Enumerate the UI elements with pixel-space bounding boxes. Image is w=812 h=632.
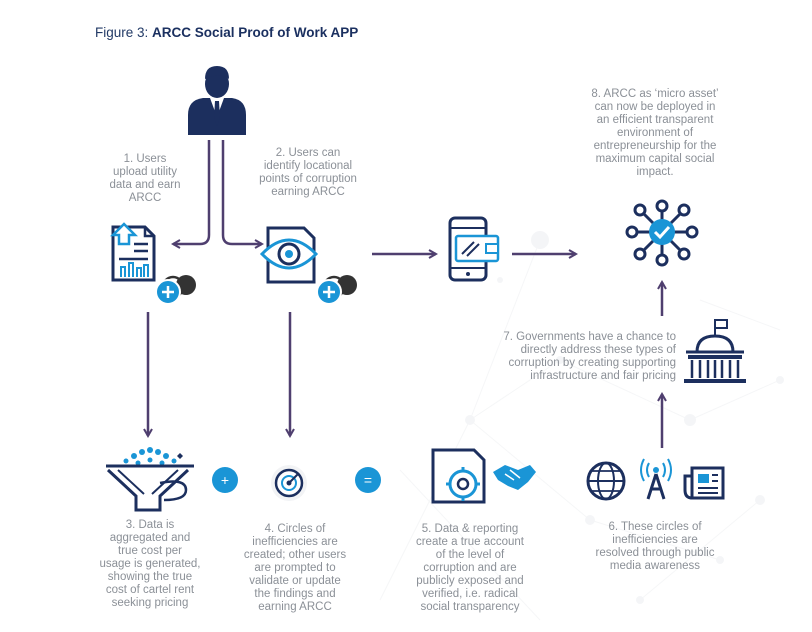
equals-operator-label: =: [364, 472, 372, 488]
equals-operator: =: [355, 467, 381, 493]
eye-document-icon: [259, 226, 319, 284]
phone-wallet-icon: [448, 216, 500, 282]
upload-document-icon: [109, 222, 156, 282]
report-gear-icon: [431, 448, 486, 504]
globe-icon: [586, 461, 626, 501]
broadcast-antenna-icon: [640, 458, 672, 500]
step-6-caption: 6. These circles of inefficiencies are r…: [595, 521, 715, 572]
step-4-caption: 4. Circles of inefficiencies are created…: [243, 523, 347, 613]
figure-title: Figure 3: ARCC Social Proof of Work APP: [95, 25, 358, 40]
add-token-badge-icon: [155, 275, 196, 305]
handshake-icon: [493, 465, 536, 490]
government-building-icon: [684, 319, 746, 383]
step-5-caption: 5. Data & reporting create a true accoun…: [415, 523, 525, 613]
arrow-user-to-step1: [173, 140, 211, 244]
plus-operator-label: +: [221, 472, 229, 488]
user-businessman-icon: [188, 66, 246, 135]
step-8-caption: 8. ARCC as ‘micro asset’ can now be depl…: [591, 88, 719, 178]
step-3-caption: 3. Data is aggregated and true cost per …: [99, 519, 201, 609]
network-hub-check-icon: [625, 199, 699, 267]
step-7-caption: 7. Governments have a chance to directly…: [503, 331, 676, 382]
figure-label: Figure 3:: [95, 25, 153, 40]
add-token-badge-icon: [316, 275, 357, 305]
figure-title-text: ARCC Social Proof of Work APP: [152, 25, 359, 40]
newspaper-icon: [683, 466, 725, 500]
data-funnel-icon: [106, 447, 194, 512]
plus-operator: +: [212, 467, 238, 493]
radar-circle-icon: [271, 465, 307, 501]
step-1-caption: 1. Users upload utility data and earn AR…: [109, 153, 181, 204]
arrow-user-to-step2: [221, 140, 262, 244]
step-2-caption: 2. Users can identify locational points …: [259, 147, 357, 198]
